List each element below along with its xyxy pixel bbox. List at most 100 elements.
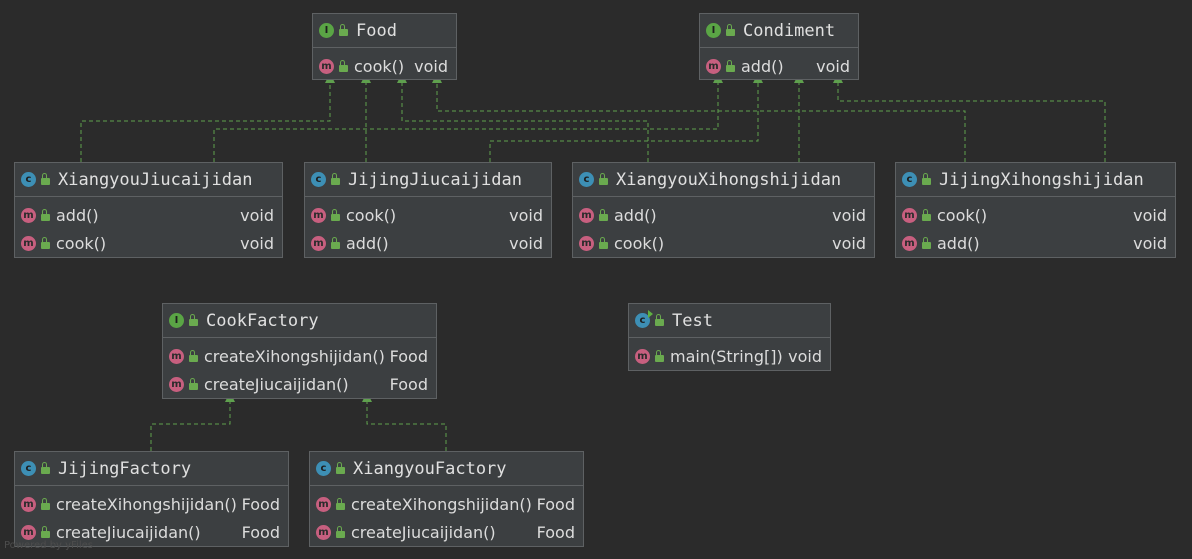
method-icon: m bbox=[21, 524, 36, 540]
return-type: Food bbox=[536, 494, 575, 514]
return-type: void bbox=[509, 205, 543, 225]
method-name: cook() bbox=[56, 233, 107, 253]
method-row[interactable]: m cook() void bbox=[573, 229, 874, 257]
interface-icon: I bbox=[319, 23, 334, 38]
method-row[interactable]: m createXihongshijidan() Food bbox=[163, 342, 436, 370]
method-name: main(String[]) bbox=[670, 346, 783, 366]
interface-icon: I bbox=[706, 23, 721, 38]
method-icon: m bbox=[579, 207, 594, 223]
method-row[interactable]: m add() void bbox=[573, 201, 874, 229]
node-header: c JijingJiucaijidan bbox=[305, 163, 551, 197]
return-type: Food bbox=[536, 522, 575, 542]
jijingfactory-class-node[interactable]: c JijingFactory m createXihongshijidan()… bbox=[14, 451, 289, 547]
runnable-class-icon: c bbox=[635, 310, 653, 328]
method-icon: m bbox=[706, 58, 721, 74]
method-icon: m bbox=[316, 496, 331, 512]
method-icon: m bbox=[21, 235, 36, 251]
return-type: void bbox=[788, 346, 822, 366]
node-header: c XiangyouJiucaijidan bbox=[15, 163, 282, 197]
jijingxihongshijidan-class-node[interactable]: c JijingXihongshijidan m cook() void m a… bbox=[895, 162, 1176, 258]
method-icon: m bbox=[21, 207, 36, 223]
public-lock-icon bbox=[599, 173, 608, 185]
condiment-interface-node[interactable]: I Condiment m add() void bbox=[699, 13, 859, 80]
method-row[interactable]: m add() void bbox=[896, 229, 1175, 257]
xiangyouxihongshijidan-class-node[interactable]: c XiangyouXihongshijidan m add() void m … bbox=[572, 162, 875, 258]
node-header: I CookFactory bbox=[163, 304, 436, 338]
method-row[interactable]: m createXihongshijidan() Food bbox=[15, 490, 288, 518]
public-lock-icon bbox=[41, 208, 50, 221]
node-title: JijingXihongshijidan bbox=[939, 169, 1144, 190]
edge-jijingxihong-to-food bbox=[432, 73, 966, 162]
method-name: createXihongshijidan() bbox=[351, 494, 532, 514]
return-type: void bbox=[414, 56, 448, 76]
public-lock-icon bbox=[599, 208, 608, 221]
method-row[interactable]: m createJiucaijidan() Food bbox=[163, 370, 436, 398]
class-icon: c bbox=[311, 172, 326, 187]
public-lock-icon bbox=[189, 377, 198, 390]
method-icon: m bbox=[579, 235, 594, 251]
test-class-node[interactable]: c Test m main(String[]) void bbox=[628, 303, 831, 371]
method-name: add() bbox=[56, 205, 99, 225]
method-icon: m bbox=[902, 207, 917, 223]
method-row[interactable]: m add() void bbox=[305, 229, 551, 257]
xiangyoufactory-class-node[interactable]: c XiangyouFactory m createXihongshijidan… bbox=[309, 451, 584, 547]
edge-xiangyoujiucai-to-food bbox=[80, 73, 335, 162]
return-type: Food bbox=[389, 374, 428, 394]
method-name: add() bbox=[614, 205, 657, 225]
method-name: createJiucaijidan() bbox=[56, 522, 201, 542]
node-header: c XiangyouFactory bbox=[310, 452, 583, 486]
method-row[interactable]: m cook() void bbox=[305, 201, 551, 229]
public-lock-icon bbox=[922, 208, 931, 221]
xiangyoujiucaijidan-class-node[interactable]: c XiangyouJiucaijidan m add() void m coo… bbox=[14, 162, 283, 258]
public-lock-icon bbox=[339, 24, 348, 36]
return-type: void bbox=[1133, 205, 1167, 225]
static-method-icon: m bbox=[635, 348, 650, 364]
public-lock-icon bbox=[331, 173, 340, 185]
method-name: createXihongshijidan() bbox=[204, 346, 385, 366]
method-row[interactable]: m createJiucaijidan() Food bbox=[310, 518, 583, 546]
method-name: createJiucaijidan() bbox=[351, 522, 496, 542]
method-name: createXihongshijidan() bbox=[56, 494, 237, 514]
class-icon: c bbox=[21, 172, 36, 187]
public-lock-icon bbox=[41, 462, 50, 474]
return-type: Food bbox=[241, 494, 280, 514]
node-header: c Test bbox=[629, 304, 830, 338]
node-header: c JijingXihongshijidan bbox=[896, 163, 1175, 197]
public-lock-icon bbox=[599, 236, 608, 249]
food-interface-node[interactable]: I Food m cook() void bbox=[312, 13, 457, 80]
method-row[interactable]: m cook() void bbox=[313, 52, 456, 80]
method-row[interactable]: m createXihongshijidan() Food bbox=[310, 490, 583, 518]
public-lock-icon bbox=[41, 525, 50, 538]
public-lock-icon bbox=[726, 24, 735, 36]
method-name: add() bbox=[937, 233, 980, 253]
return-type: void bbox=[832, 205, 866, 225]
public-lock-icon bbox=[189, 349, 198, 362]
method-row[interactable]: m add() void bbox=[15, 201, 282, 229]
jijingjiucaijidan-class-node[interactable]: c JijingJiucaijidan m cook() void m add(… bbox=[304, 162, 552, 258]
class-icon: c bbox=[902, 172, 917, 187]
method-row[interactable]: m add() void bbox=[700, 52, 858, 80]
edge-xiangyoufactory-to-cookfactory bbox=[362, 392, 447, 451]
return-type: void bbox=[240, 233, 274, 253]
cookfactory-interface-node[interactable]: I CookFactory m createXihongshijidan() F… bbox=[162, 303, 437, 399]
method-icon: m bbox=[319, 58, 334, 74]
method-row[interactable]: m cook() void bbox=[15, 229, 282, 257]
node-title: XiangyouXihongshijidan bbox=[616, 169, 842, 190]
node-title: Test bbox=[672, 310, 713, 331]
return-type: void bbox=[816, 56, 850, 76]
edge-jijingjiucai-to-condiment bbox=[489, 73, 763, 162]
method-row[interactable]: m main(String[]) void bbox=[629, 342, 830, 370]
edge-jijingxihong-to-condiment bbox=[833, 73, 1106, 162]
method-icon: m bbox=[311, 207, 326, 223]
node-title: JijingJiucaijidan bbox=[348, 169, 522, 190]
edge-xiangyouxihong-to-food-b bbox=[397, 73, 649, 162]
public-lock-icon bbox=[726, 59, 735, 72]
public-lock-icon bbox=[41, 236, 50, 249]
method-name: cook() bbox=[346, 205, 397, 225]
node-header: I Food bbox=[313, 14, 456, 48]
public-lock-icon bbox=[336, 525, 345, 538]
method-row[interactable]: m cook() void bbox=[896, 201, 1175, 229]
method-row[interactable]: m createJiucaijidan() Food bbox=[15, 518, 288, 546]
watermark: Powered by yFiles bbox=[4, 540, 93, 551]
